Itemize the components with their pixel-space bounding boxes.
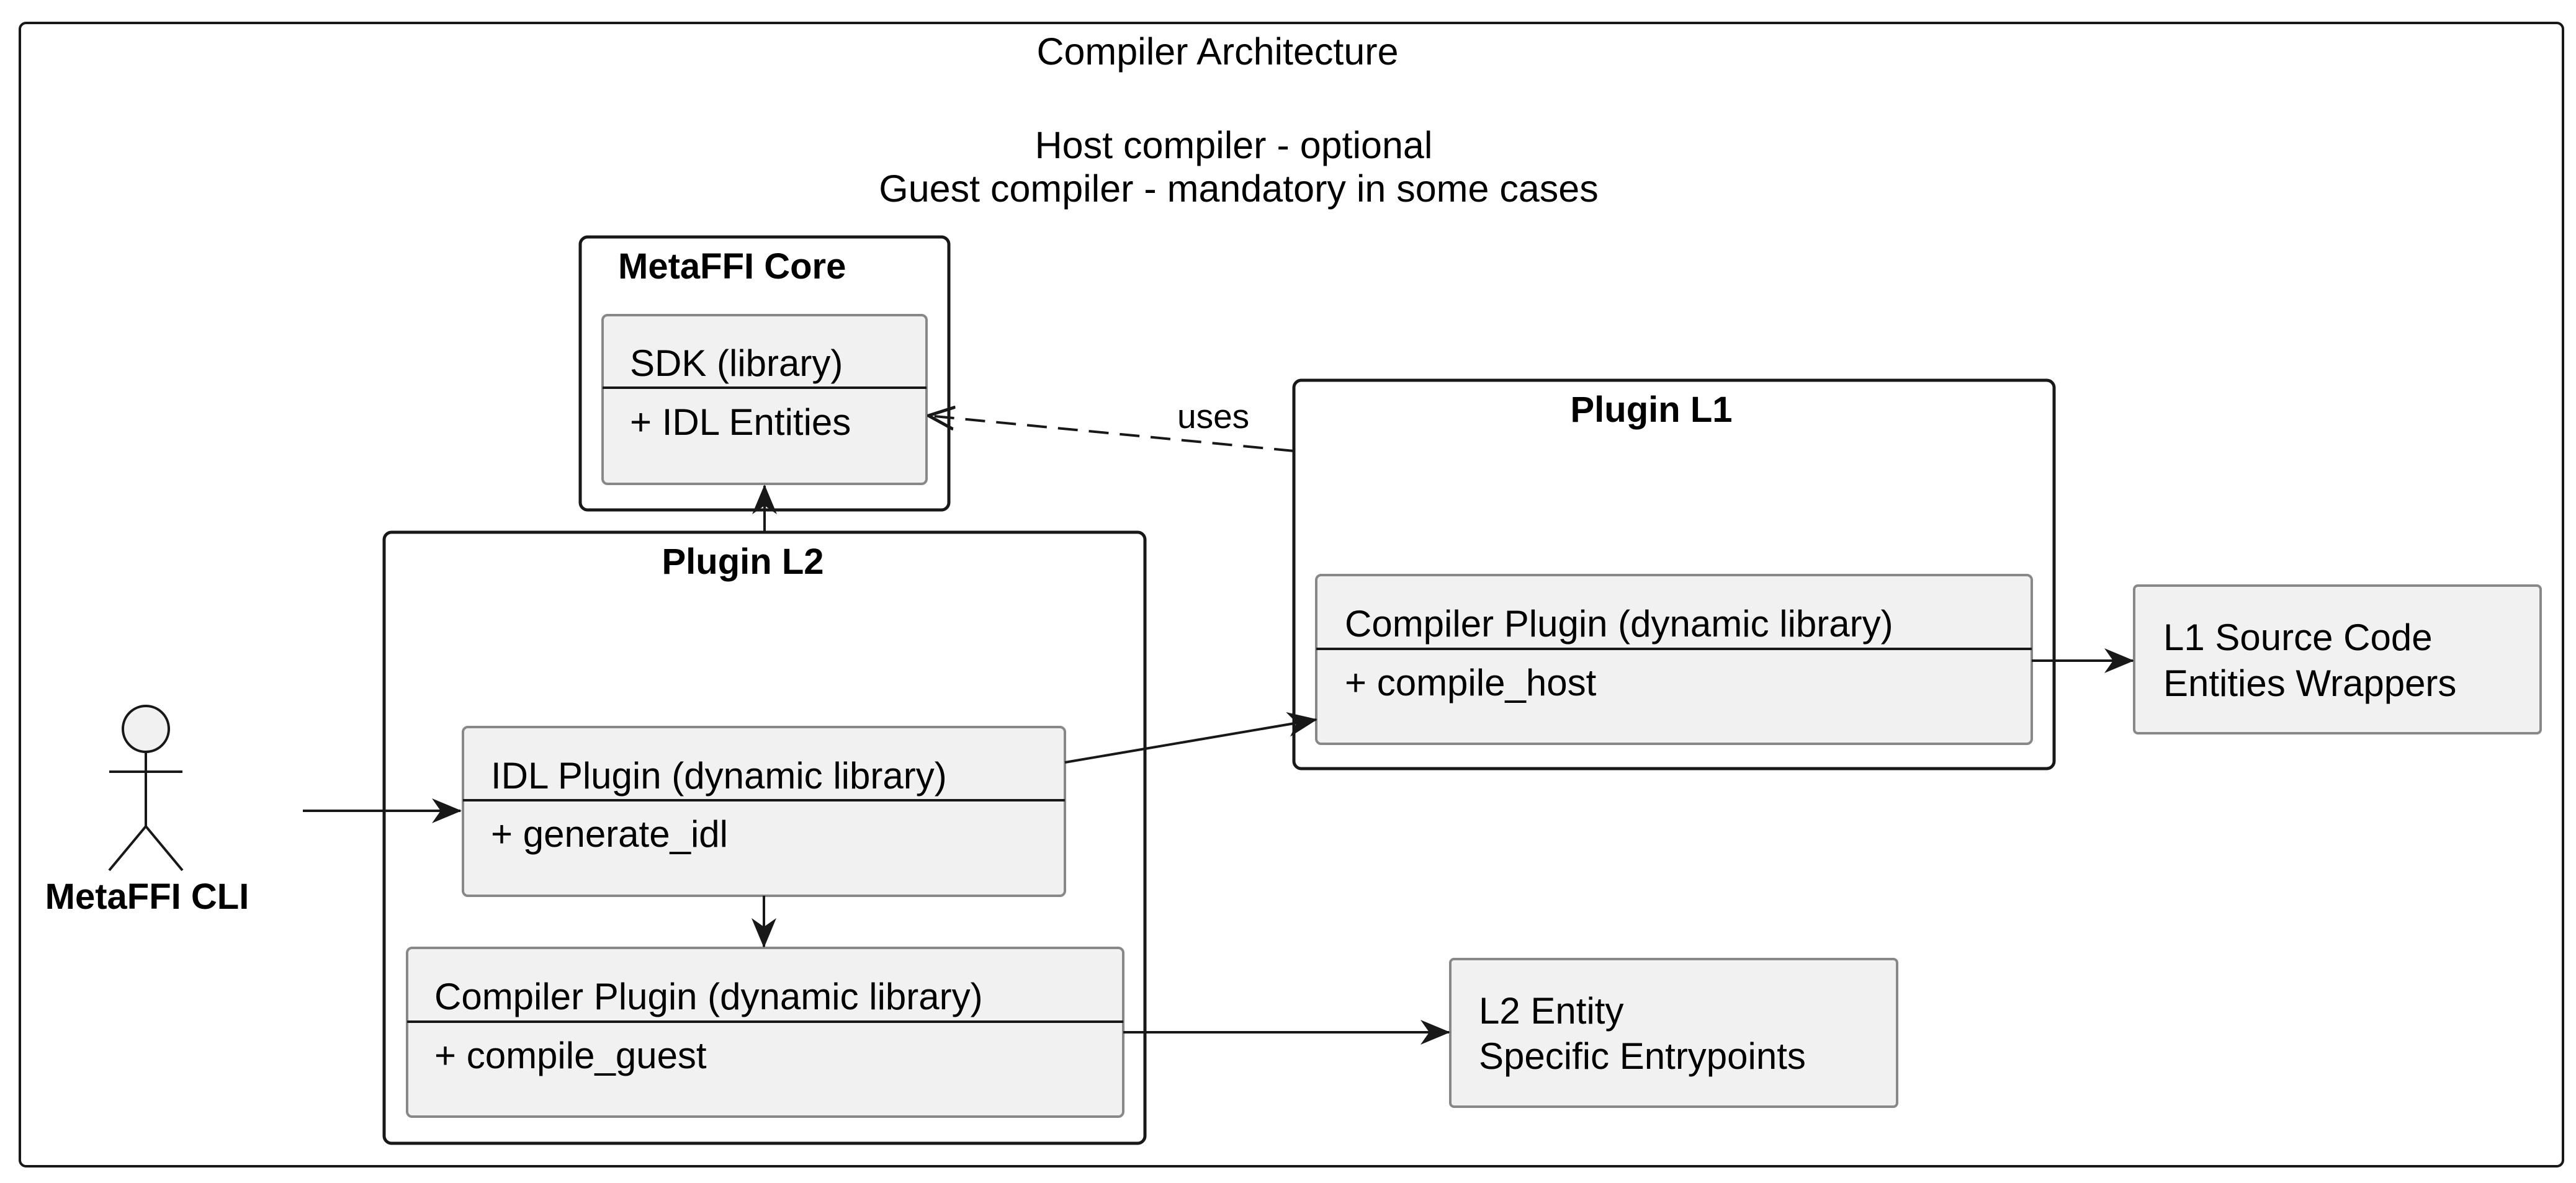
artifact-l2-output-line2: Specific Entrypoints — [1479, 1035, 1806, 1077]
class-sdk-name: SDK (library) — [630, 342, 843, 384]
artifact-l2-output-line1: L2 Entity — [1479, 990, 1623, 1032]
edge-idl-plugin-to-compiler-host — [1064, 712, 1317, 764]
class-compiler-plugin-host — [1315, 574, 2033, 745]
actor-left-leg — [108, 825, 147, 872]
class-compiler-plugin-guest — [406, 947, 1124, 1118]
class-compiler-plugin-guest-name: Compiler Plugin (dynamic library) — [434, 976, 983, 1017]
package-plugin-l1-label: Plugin L1 — [1571, 390, 1733, 430]
class-compiler-plugin-host-name: Compiler Plugin (dynamic library) — [1345, 603, 1893, 645]
class-sdk-member: + IDL Entities — [630, 401, 851, 443]
diagram-subtitle-host: Host compiler - optional — [1035, 124, 1433, 166]
class-compiler-plugin-host-member: + compile_host — [1345, 662, 1597, 703]
diagram-subtitle-guest: Guest compiler - mandatory in some cases — [879, 167, 1598, 210]
artifact-l2-output — [1449, 958, 1898, 1108]
diagram-title: Compiler Architecture — [1036, 30, 1398, 73]
class-idl-plugin — [462, 726, 1066, 897]
artifact-l1-output-line2: Entities Wrappers — [2163, 663, 2456, 704]
package-plugin-l2-label: Plugin L2 — [662, 542, 824, 582]
artifact-l1-output-line1: L1 Source Code — [2163, 617, 2433, 658]
actor-right-leg — [145, 825, 184, 872]
package-metaffi-core-label: MetaFFI Core — [618, 246, 846, 287]
edge-uses-label: uses — [1177, 397, 1249, 435]
actor-metaffi-cli-label: MetaFFI CLI — [45, 877, 249, 917]
actor-head — [122, 705, 170, 753]
class-compiler-plugin-guest-member: + compile_guest — [434, 1035, 707, 1076]
actor-metaffi-cli — [108, 705, 184, 872]
class-idl-plugin-name: IDL Plugin (dynamic library) — [491, 755, 947, 797]
artifact-l1-output — [2133, 584, 2542, 734]
class-idl-plugin-member: + generate_idl — [491, 813, 728, 855]
class-sdk — [601, 314, 928, 485]
